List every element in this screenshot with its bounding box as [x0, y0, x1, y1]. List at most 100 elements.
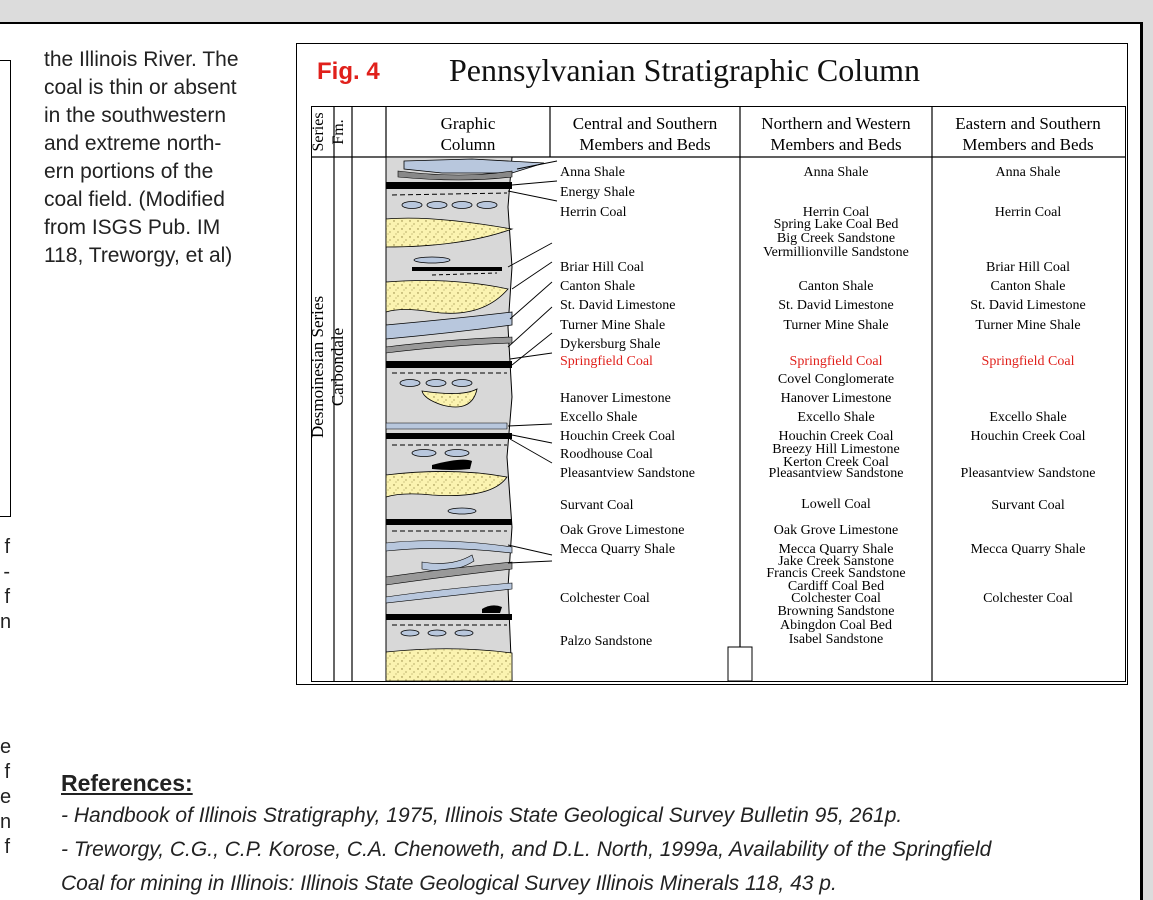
- body-line: and extreme north-: [44, 132, 222, 155]
- eastern-member-label: St. David Limestone: [970, 298, 1086, 313]
- left-fragment: n: [0, 811, 12, 833]
- central-member-label: Hanover Limestone: [560, 391, 671, 406]
- body-line: 118, Treworgy, et al): [44, 244, 233, 267]
- central-member-label: Herrin Coal: [560, 205, 627, 220]
- northern-member-label: Cardiff Coal Bed: [788, 579, 884, 594]
- body-paragraph: the Illinois River. The coal is thin or …: [44, 46, 294, 270]
- northern-member-label: Spring Lake Coal Bed: [774, 217, 899, 232]
- central-member-label: Springfield Coal: [560, 354, 653, 369]
- eastern-member-label: Mecca Quarry Shale: [970, 542, 1085, 557]
- northern-member-label: Covel Conglomerate: [778, 372, 894, 387]
- northern-member-label: Abingdon Coal Bed: [780, 618, 892, 633]
- eastern-member-label: Anna Shale: [996, 165, 1061, 180]
- eastern-member-label: Briar Hill Coal: [986, 260, 1070, 275]
- left-fragment: f: [4, 586, 10, 608]
- figure-title: Pennsylvanian Stratigraphic Column: [449, 52, 921, 88]
- eastern-member-label: Colchester Coal: [983, 591, 1073, 606]
- central-member-label: Energy Shale: [560, 185, 635, 200]
- reference-item: - Handbook of Illinois Stratigraphy, 197…: [61, 804, 903, 827]
- left-fragment: -: [3, 561, 10, 583]
- left-fragment: e: [0, 736, 12, 758]
- northern-member-label: Colchester Coal: [791, 591, 881, 606]
- northern-member-label: Houchin Creek Coal: [778, 429, 893, 444]
- header-fm: Fm.: [330, 119, 347, 144]
- northern-member-label: Jake Creek Sanstone: [778, 554, 894, 569]
- stratigraphic-figure: Fig. 4 Pennsylvanian Stratigraphic Colum…: [296, 43, 1128, 685]
- central-member-label: Pleasantview Sandstone: [560, 466, 695, 481]
- northern-member-label: Mecca Quarry Shale: [778, 542, 893, 557]
- header-northern-2: Members and Beds: [770, 135, 901, 154]
- central-member-label: Palzo Sandstone: [560, 634, 652, 649]
- body-line: from ISGS Pub. IM: [44, 216, 221, 239]
- eastern-member-label: Springfield Coal: [982, 354, 1075, 369]
- graphic-column: [385, 156, 545, 682]
- northern-member-label: Francis Creek Sandstone: [766, 566, 905, 581]
- northern-member-label: Herrin Coal: [803, 205, 870, 220]
- northern-member-label: St. David Limestone: [778, 298, 894, 313]
- northern-member-label: Anna Shale: [804, 165, 869, 180]
- central-member-label: Roodhouse Coal: [560, 447, 653, 462]
- northern-member-label: Oak Grove Limestone: [774, 523, 898, 538]
- eastern-member-label: Survant Coal: [991, 498, 1065, 513]
- header-eastern-1: Eastern and Southern: [955, 114, 1101, 133]
- northern-member-label: Vermillionville Sandstone: [763, 245, 909, 260]
- leader-lines: [507, 160, 558, 564]
- left-sidebar-box: [0, 60, 11, 517]
- left-fragment: e: [0, 786, 12, 808]
- central-member-label: Survant Coal: [560, 498, 634, 513]
- northern-member-label: Browning Sandstone: [777, 604, 894, 619]
- northern-member-label: Big Creek Sandstone: [777, 231, 895, 246]
- header-series: Series: [312, 112, 327, 151]
- eastern-member-label: Houchin Creek Coal: [970, 429, 1085, 444]
- central-member-label: Excello Shale: [560, 410, 637, 425]
- central-member-label: Turner Mine Shale: [560, 318, 665, 333]
- reference-item: - Treworgy, C.G., C.P. Korose, C.A. Chen…: [61, 838, 992, 861]
- central-member-label: Colchester Coal: [560, 591, 650, 606]
- header-eastern-2: Members and Beds: [962, 135, 1093, 154]
- northern-member-label: Turner Mine Shale: [783, 318, 888, 333]
- central-member-label: Anna Shale: [560, 165, 625, 180]
- left-fragment: f: [4, 836, 10, 858]
- header-central-1: Central and Southern: [573, 114, 718, 133]
- header-central-2: Members and Beds: [579, 135, 710, 154]
- central-member-label: Briar Hill Coal: [560, 260, 644, 275]
- northern-member-label: Canton Shale: [798, 279, 873, 294]
- body-line: ern portions of the: [44, 160, 214, 183]
- northern-member-label: Isabel Sandstone: [789, 632, 883, 647]
- central-member-label: Canton Shale: [560, 279, 635, 294]
- central-member-label: Oak Grove Limestone: [560, 523, 684, 538]
- document-page: f - f n e f e n f the Illinois River. Th…: [0, 22, 1143, 900]
- central-member-label: Houchin Creek Coal: [560, 429, 675, 444]
- body-line: coal field. (Modified: [44, 188, 225, 211]
- stratigraphic-table: Series Fm. Graphic Column Central and So…: [308, 106, 1126, 682]
- northern-member-label: Springfield Coal: [790, 354, 883, 369]
- header-graphic-1: Graphic: [441, 114, 496, 133]
- left-fragment: f: [4, 761, 10, 783]
- header-graphic-2: Column: [441, 135, 496, 154]
- stratigraphic-svg: Series Fm. Graphic Column Central and So…: [308, 107, 1125, 682]
- northern-member-label: Breezy Hill Limestone: [772, 442, 900, 457]
- central-member-label: St. David Limestone: [560, 298, 676, 313]
- northern-member-label: Pleasantview Sandstone: [769, 466, 904, 481]
- eastern-member-label: Pleasantview Sandstone: [961, 466, 1096, 481]
- left-fragment: n: [0, 611, 12, 633]
- eastern-member-label: Turner Mine Shale: [975, 318, 1080, 333]
- northern-member-label: Kerton Creek Coal: [783, 455, 889, 470]
- body-line: the Illinois River. The: [44, 48, 239, 71]
- header-northern-1: Northern and Western: [761, 114, 911, 133]
- references-section: References: - Handbook of Illinois Strat…: [61, 770, 1141, 899]
- column-marker-box: [727, 646, 753, 682]
- body-line: coal is thin or absent: [44, 76, 237, 99]
- figure-number: Fig. 4: [317, 58, 380, 85]
- northern-member-label: Lowell Coal: [801, 497, 871, 512]
- northern-member-label: Excello Shale: [797, 410, 874, 425]
- series-label: Desmoinesian Series: [312, 296, 327, 438]
- references-heading: References:: [61, 770, 193, 796]
- left-fragment: f: [4, 536, 10, 558]
- eastern-member-label: Canton Shale: [990, 279, 1065, 294]
- northern-member-label: Hanover Limestone: [781, 391, 892, 406]
- body-line: in the southwestern: [44, 104, 227, 127]
